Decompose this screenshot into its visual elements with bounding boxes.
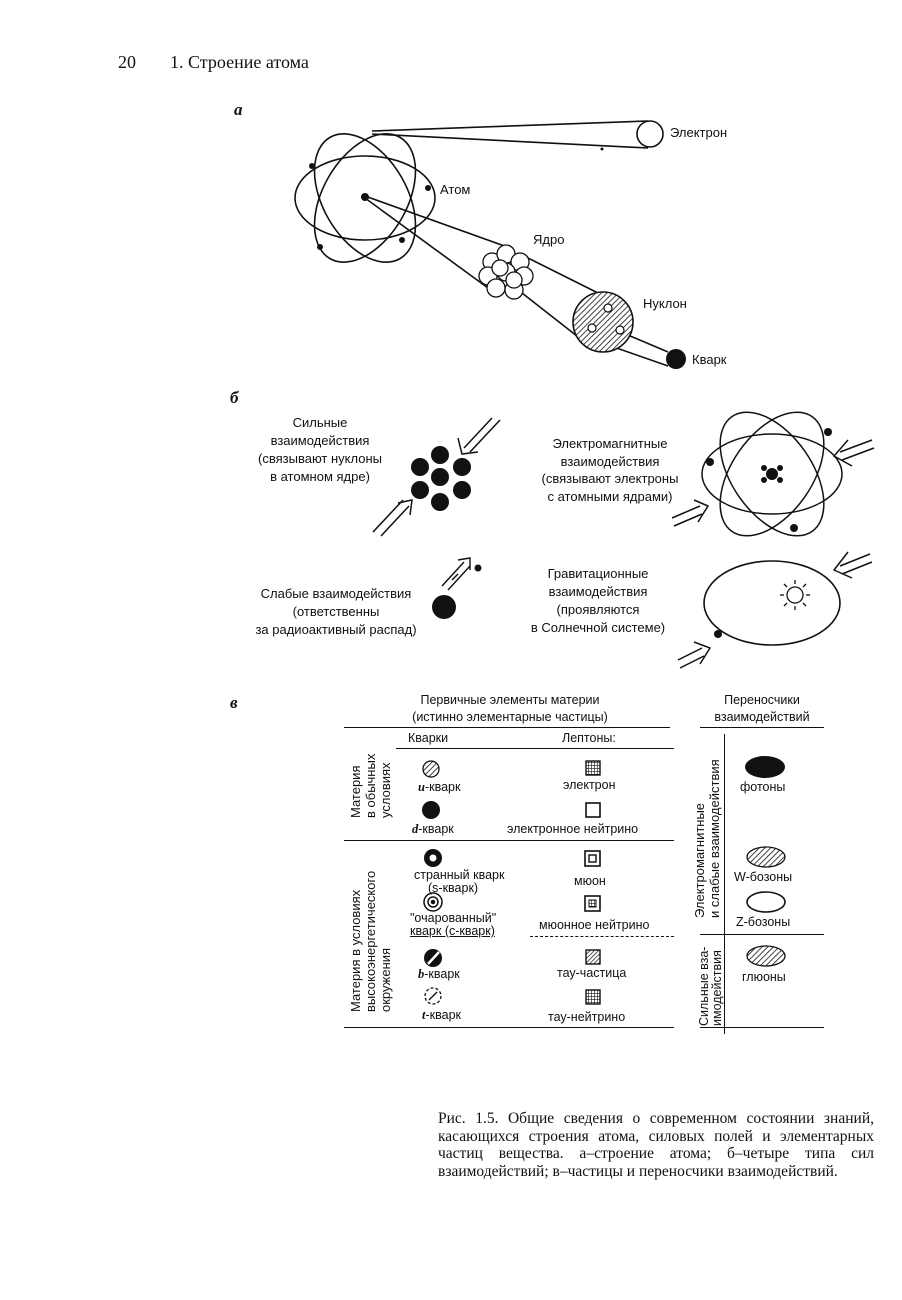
rule	[700, 934, 824, 935]
d-quark-icon	[422, 801, 440, 819]
t-quark-icon	[424, 987, 442, 1005]
chapter-title: 1. Строение атома	[170, 52, 309, 72]
s-quark-icon	[424, 849, 442, 867]
label-nucleon: Нуклон	[643, 296, 687, 311]
b-quark-icon	[424, 949, 442, 967]
arrow-icon	[677, 551, 873, 669]
photons-label: фотоны	[740, 780, 786, 794]
weak-text: Слабые взаимодействия(ответственны за ра…	[255, 586, 417, 637]
arrow-icon	[441, 557, 471, 591]
tau-neutrino-label: тау-нейтрино	[548, 1010, 626, 1024]
strong-nucleus-icon	[411, 446, 471, 511]
s-quark-label: странный кварк(s-кварк)	[414, 868, 505, 895]
label-electron: Электрон	[670, 125, 728, 140]
w-boson-label: W-бозоны	[734, 870, 793, 884]
photon-icon	[745, 756, 785, 778]
col-leptons: Лептоны:	[562, 731, 616, 745]
e-neutrino-icon	[585, 802, 601, 818]
panel-v-letter: в	[230, 693, 238, 712]
tau-icon	[585, 949, 601, 965]
rule	[700, 727, 824, 728]
muon-label: мюон	[574, 874, 606, 888]
header-primary: Первичные элементы материи(истинно элеме…	[412, 693, 608, 724]
u-quark-label: u-кварк	[418, 780, 461, 794]
em-nucleus-dots	[706, 428, 832, 532]
z-boson-icon	[746, 891, 786, 913]
panel-a-letter: а	[234, 100, 243, 119]
label-nucleus: Ядро	[533, 232, 565, 247]
gluon-icon	[746, 945, 786, 967]
muon-icon	[584, 850, 601, 867]
arrow-icon	[671, 439, 875, 527]
solar-orbit-icon	[703, 560, 841, 646]
carrier-group2-label: Сильные вза-имодействия	[697, 946, 724, 1026]
figure-caption: Рис. 1.5. Общие сведения о современном с…	[438, 1110, 874, 1180]
panel-b-letter: б	[230, 388, 239, 407]
dashed-rule	[530, 936, 674, 937]
z-boson-label: Z-бозоны	[736, 915, 791, 929]
mu-neutrino-label: мюонное нейтрино	[539, 918, 650, 932]
t-quark-label: t-кварк	[422, 1008, 461, 1022]
d-quark-label: d-кварк	[412, 822, 454, 836]
em-atom-icon	[701, 411, 843, 537]
c-quark-icon	[423, 892, 443, 912]
rule	[396, 748, 674, 749]
u-quark-icon	[422, 760, 440, 778]
col-quarks: Кварки	[408, 731, 449, 745]
w-boson-icon	[746, 846, 786, 868]
electron-lepton-label: электрон	[563, 778, 616, 792]
e-neutrino-label: электронное нейтрино	[507, 822, 639, 836]
weak-particle-icon	[432, 595, 456, 619]
rule	[724, 734, 725, 1034]
quark-icon	[666, 349, 686, 369]
label-quark: Кварк	[692, 352, 727, 367]
sun-icon	[780, 580, 810, 610]
c-quark-label: "очарованный"кварк (c-кварк)	[410, 911, 497, 938]
page-number: 20	[118, 52, 136, 72]
tau-label: тау-частица	[557, 966, 627, 980]
rule	[344, 727, 670, 728]
rule	[344, 840, 674, 841]
tau-neutrino-icon	[585, 989, 601, 1005]
gluons-label: глюоны	[742, 970, 786, 984]
nucleus-icon	[478, 244, 534, 300]
nucleon-icon	[572, 291, 634, 353]
arrow-icon	[372, 417, 501, 537]
mu-neutrino-icon	[584, 895, 601, 912]
rule	[700, 1027, 824, 1028]
b-quark-label: b-кварк	[418, 967, 460, 981]
rule	[344, 1027, 674, 1028]
electron-dots	[309, 147, 604, 250]
electron-lepton-icon	[585, 760, 601, 776]
label-atom: Атом	[440, 182, 471, 197]
